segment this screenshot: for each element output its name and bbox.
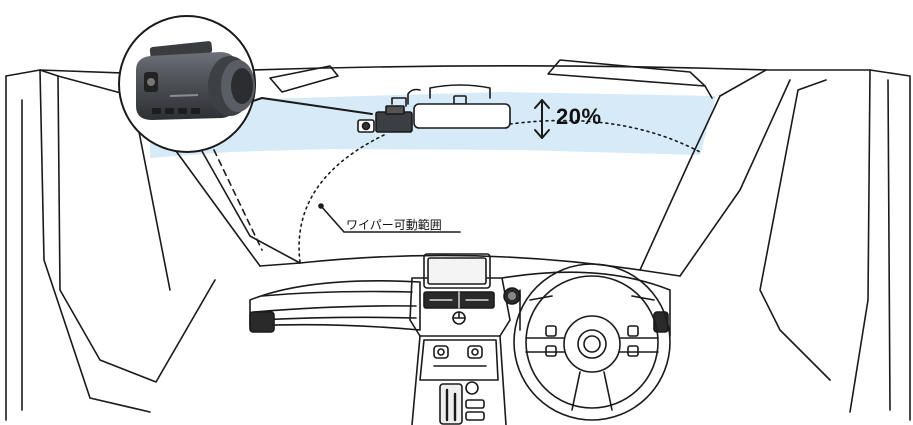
wiper-leader-line — [320, 205, 461, 233]
power-cable — [261, 97, 373, 115]
right-door-frame — [869, 69, 911, 421]
left-door-frame — [5, 69, 151, 413]
lower-console — [411, 335, 507, 425]
dashcam-icon — [118, 15, 263, 153]
dashboard-left — [249, 280, 421, 331]
steering-wheel-icon — [513, 263, 671, 421]
left-sun-visor — [269, 65, 339, 93]
wiper-range-arc — [298, 133, 387, 263]
mounted-dashcam — [357, 97, 413, 133]
double-arrow-icon — [534, 99, 550, 139]
left-vent — [249, 311, 275, 333]
rearview-mirror-icon — [413, 84, 511, 129]
right-a-pillar — [639, 95, 721, 271]
infotainment-screen — [423, 253, 491, 289]
right-sun-visor — [547, 59, 706, 87]
dashboard-right — [501, 271, 671, 337]
gear-shifter — [439, 383, 463, 425]
wiper-area-label: ワイパー可動範囲 — [346, 218, 442, 232]
mount-height-percent: 20% — [556, 104, 602, 129]
